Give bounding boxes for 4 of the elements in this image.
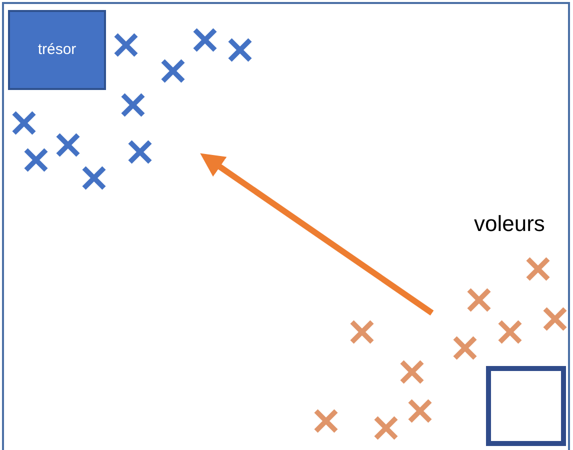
group-label: voleurs (474, 210, 545, 238)
empty-box (486, 366, 566, 446)
treasure-box (8, 10, 106, 90)
box-label: trésor (38, 40, 76, 60)
